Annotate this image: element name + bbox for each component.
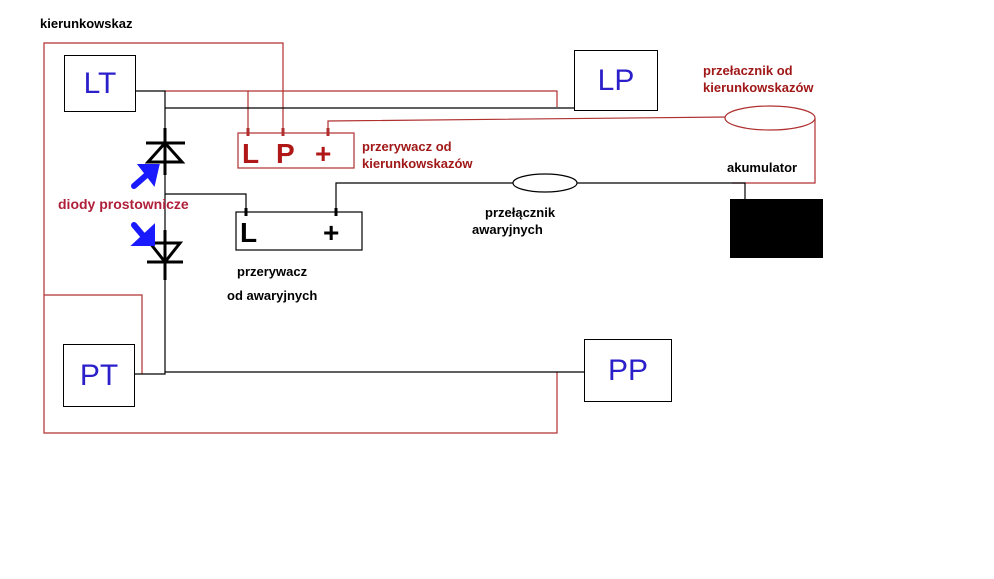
- diode-lower-icon: [146, 230, 184, 280]
- red-wires: [43, 42, 816, 434]
- lamp-lt: LT: [64, 55, 136, 112]
- turn-flasher-box: [237, 132, 355, 169]
- battery-label: akumulator: [727, 160, 798, 175]
- arrow-down-icon: [130, 222, 155, 246]
- hazard-switch-label-1: przełącznik: [485, 205, 556, 220]
- pin-plus: +: [315, 138, 331, 169]
- hazard-switch: [512, 173, 578, 193]
- hazard-switch-label-2: awaryjnych: [472, 222, 543, 237]
- lamp-pp: PP: [584, 339, 672, 402]
- diodes-label: diody prostownicze: [58, 196, 189, 212]
- pin-l: L: [242, 138, 259, 169]
- black-wires: [133, 90, 746, 375]
- diode-upper-icon: [144, 128, 186, 175]
- pin-l: L: [240, 217, 257, 248]
- turn-switch: [724, 105, 816, 131]
- turn-switch-label-1: przełacznik od: [703, 63, 793, 78]
- diagram-title: kierunkowskaz: [40, 16, 133, 31]
- lamp-pt: PT: [63, 344, 135, 407]
- hazard-flasher-label-2: od awaryjnych: [227, 288, 318, 303]
- pin-p: P: [276, 138, 295, 169]
- arrow-up-icon: [131, 164, 160, 189]
- turn-flasher-pins: [246, 128, 330, 136]
- lamp-lp: LP: [574, 50, 658, 111]
- turn-flasher-label-2: kierunkowskazów: [362, 156, 473, 171]
- hazard-flasher-label-1: przerywacz: [237, 264, 308, 279]
- turn-switch-label-2: kierunkowskazów: [703, 80, 814, 95]
- turn-flasher-label-1: przerywacz od: [362, 139, 452, 154]
- hazard-flasher-pin-labels: L +: [240, 217, 339, 248]
- pin-plus: +: [323, 217, 339, 248]
- battery: [730, 199, 823, 258]
- turn-flasher-pin-labels: L P +: [242, 138, 331, 169]
- hazard-flasher-box: [235, 211, 363, 251]
